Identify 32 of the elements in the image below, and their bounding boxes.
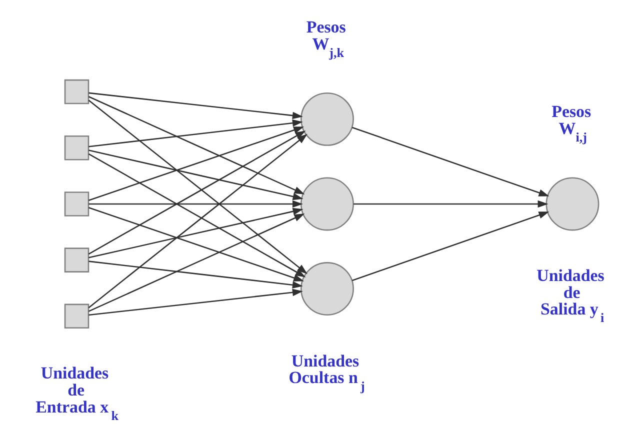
arrow bbox=[88, 288, 302, 316]
label: Pesos W$_{j,k}$ bbox=[306, 17, 346, 60]
node-box bbox=[64, 79, 89, 104]
node-circle bbox=[300, 262, 354, 316]
node-box bbox=[64, 192, 89, 216]
arrow bbox=[88, 130, 306, 255]
node-circle bbox=[300, 177, 354, 231]
arrow bbox=[88, 92, 302, 120]
arrow bbox=[88, 134, 307, 308]
label: Unidades de Entrada x$_{k}$ bbox=[35, 364, 118, 424]
node-box bbox=[64, 304, 89, 329]
arrow bbox=[88, 126, 304, 201]
label: Unidades Ocultas n$_{j}$ bbox=[288, 351, 364, 394]
label: Pesos W$_{i,j}$ bbox=[551, 102, 591, 145]
node-box bbox=[64, 248, 89, 272]
arrow bbox=[88, 200, 302, 208]
arrow bbox=[88, 96, 304, 194]
arrow bbox=[352, 126, 549, 196]
arrow bbox=[352, 212, 549, 282]
arrow bbox=[88, 260, 302, 289]
label: Unidades de Salida y$_{i}$ bbox=[536, 266, 604, 326]
arrow bbox=[88, 208, 303, 258]
arrow bbox=[88, 153, 306, 278]
node-circle bbox=[545, 177, 599, 231]
node-circle bbox=[300, 92, 354, 146]
arrow bbox=[88, 214, 304, 312]
arrow bbox=[88, 100, 307, 274]
arrow bbox=[88, 207, 304, 282]
arrow bbox=[88, 119, 302, 148]
arrow bbox=[353, 200, 548, 208]
node-box bbox=[64, 135, 89, 160]
arrow bbox=[88, 150, 303, 200]
